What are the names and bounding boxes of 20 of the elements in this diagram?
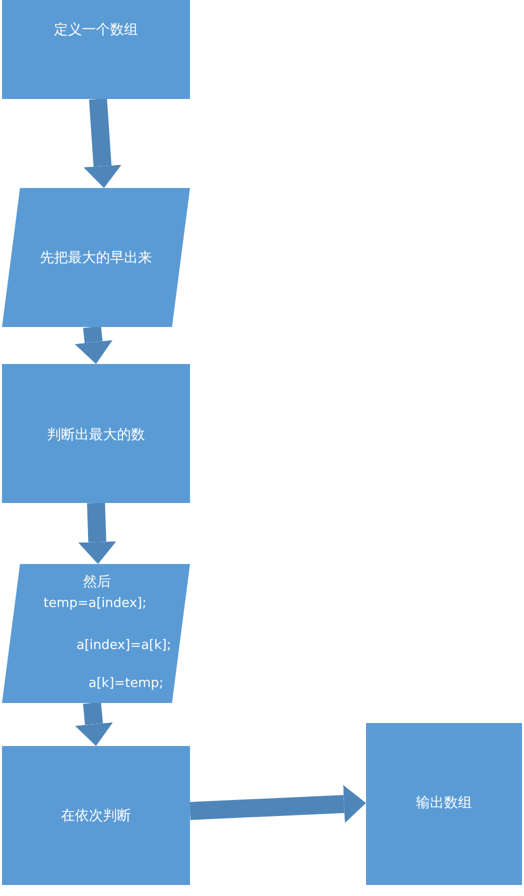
parallelogram-shape — [2, 564, 190, 703]
process-box — [2, 746, 190, 885]
step-label: 在依次判断 — [61, 807, 131, 825]
process-box — [2, 364, 190, 503]
step-label: 输出数组 — [416, 794, 472, 812]
code-line: a[index]=a[k]; — [76, 637, 172, 655]
step-label: 先把最大的早出来 — [40, 249, 152, 267]
block-arrow — [74, 326, 113, 364]
block-arrow — [84, 98, 122, 188]
block-arrow — [75, 702, 113, 746]
code-line: a[k]=temp; — [88, 675, 164, 693]
code-line: temp=a[index]; — [44, 595, 146, 613]
process-box — [2, 0, 190, 99]
process-box — [366, 723, 522, 885]
step-label: 定义一个数组 — [54, 21, 138, 39]
parallelogram-shape — [2, 188, 190, 327]
step-label: 判断出最大的数 — [47, 426, 145, 444]
block-arrow — [190, 785, 366, 823]
block-arrow — [78, 502, 116, 564]
step-label: 然后 — [83, 573, 111, 591]
